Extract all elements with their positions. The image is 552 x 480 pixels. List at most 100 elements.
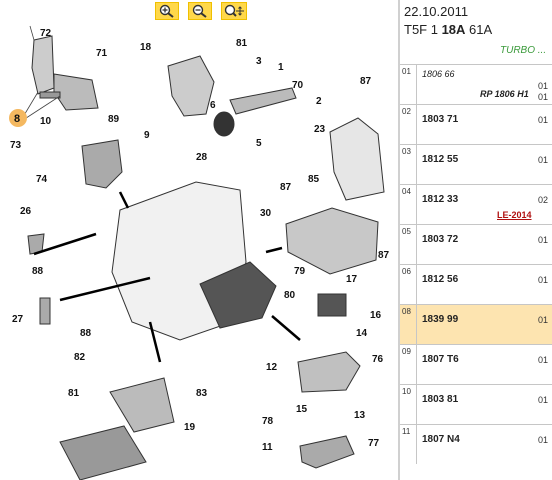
part-note-link[interactable]: LE-2014 [497,210,532,220]
engine-variant: TURBO ... [500,45,547,56]
callout-6: 6 [210,100,216,111]
zoom-out-icon [192,4,207,18]
part-index: 11 [400,425,417,464]
part-note: RP 1806 H1 [480,89,529,99]
callout-5: 5 [256,138,262,149]
part-qty: 01 [538,235,549,245]
callout-87: 87 [360,76,372,87]
part-ref: 1806 66 [422,69,455,79]
part-qty: 01 [538,395,549,405]
callout-81b: 81 [68,388,80,399]
part-row[interactable]: 04 1812 33 LE-2014 02 [400,184,552,224]
parts-list-panel: 22.10.2011 T5F 1 18A 61A TURBO ... 01 18… [400,0,552,480]
callout-79: 79 [294,266,306,277]
catalog-date: 22.10.2011 [404,4,469,19]
callout-70: 70 [292,80,304,91]
zoom-out-button[interactable] [188,2,212,20]
diagram-toolbar [0,0,398,22]
part-qty: 01 [538,275,549,285]
part-ref: 1839 99 [422,314,459,325]
part-row[interactable]: 03 1812 55 01 [400,144,552,184]
part-qty: 01 [538,315,549,325]
part-index: 08 [400,305,417,344]
callout-87c: 87 [378,250,390,261]
callout-15: 15 [296,404,308,415]
part-index: 01 [400,65,417,104]
callout-74: 74 [36,174,48,185]
part-row-selected[interactable]: 08 1839 99 01 [400,304,552,344]
part-qty: 01 [538,355,549,365]
callout-12: 12 [266,362,278,373]
part-row[interactable]: 11 1807 N4 01 [400,424,552,464]
part-index: 10 [400,385,417,424]
callout-1: 1 [278,62,284,73]
callout-10: 10 [40,116,52,127]
callout-73: 73 [10,140,22,151]
part-qty: 01 [538,155,549,165]
callout-82: 82 [74,352,86,363]
part-ref: 1807 N4 [422,434,460,445]
callout-2: 2 [316,96,322,107]
part-qty: 02 [538,195,549,205]
callout-18: 18 [140,42,152,53]
part-ref: 1803 72 [422,234,459,245]
callout-83: 83 [196,388,208,399]
callout-26: 26 [20,206,32,217]
engine-code: T5F 1 18A 61A [404,22,493,37]
callout-27: 27 [12,314,24,325]
callout-85: 85 [308,174,320,185]
callout-81: 81 [236,38,248,49]
parts-diagram-drawing: 72 71 89 10 73 9 74 18 81 3 1 70 2 6 28 … [9,25,390,480]
callout-87b: 87 [280,182,292,193]
callout-8[interactable]: 8 [14,113,20,125]
part-row[interactable]: 02 1803 71 01 [400,104,552,144]
part-row[interactable]: 06 1812 56 01 [400,264,552,304]
callout-3: 3 [256,56,262,67]
part-index: 09 [400,345,417,384]
part-ref: 1812 55 [422,154,459,165]
callout-77: 77 [368,438,380,449]
callout-17: 17 [346,274,358,285]
callout-13: 13 [354,410,366,421]
callout-76: 76 [372,354,384,365]
part-index: 04 [400,185,417,224]
callout-71: 71 [96,48,108,59]
callout-19: 19 [184,422,196,433]
callout-88: 88 [32,266,44,277]
parts-table: 01 1806 66 RP 1806 H1 01 01 02 1803 71 0… [400,64,552,464]
part-qty-2: 01 [538,92,549,102]
callout-72: 72 [40,28,52,39]
zoom-in-button[interactable] [155,2,179,20]
part-ref: 1803 81 [422,394,459,405]
callout-30: 30 [260,208,272,219]
part-row[interactable]: 09 1807 T6 01 [400,344,552,384]
part-row[interactable]: 05 1803 72 01 [400,224,552,264]
callout-89: 89 [108,114,120,125]
zoom-in-icon [159,4,174,18]
callout-11: 11 [262,442,273,453]
callout-80: 80 [284,290,296,301]
callout-8-highlight[interactable] [9,109,27,127]
zoom-pan-button[interactable] [221,2,247,20]
callout-16: 16 [370,310,382,321]
part-index: 02 [400,105,417,144]
part-row[interactable]: 01 1806 66 RP 1806 H1 01 01 [400,64,552,104]
part-row[interactable]: 10 1803 81 01 [400,384,552,424]
panel-divider [398,0,400,480]
part-ref: 1812 56 [422,274,459,285]
callout-9: 9 [144,130,150,141]
exploded-parts-diagram: 72 71 89 10 73 9 74 18 81 3 1 70 2 6 28 … [0,22,398,480]
part-qty: 01 [538,115,549,125]
part-index: 06 [400,265,417,304]
part-index: 05 [400,225,417,264]
part-qty: 01 [538,81,549,91]
callout-28: 28 [196,152,208,163]
part-qty: 01 [538,435,549,445]
part-index: 03 [400,145,417,184]
callout-88b: 88 [80,328,92,339]
callout-23: 23 [314,124,326,135]
part-ref: 1807 T6 [422,354,459,365]
part-ref: 1812 33 [422,194,459,205]
callout-14: 14 [356,328,368,339]
callout-78: 78 [262,416,274,427]
